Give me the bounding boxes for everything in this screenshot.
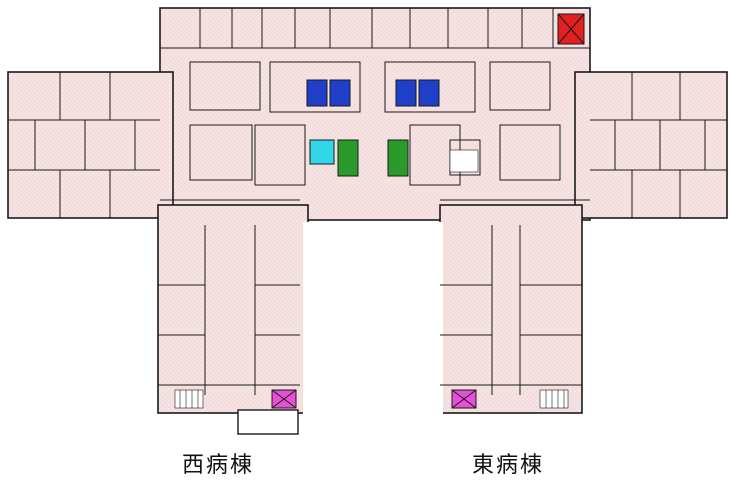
interior-walls (8, 8, 727, 395)
east-ward-label: 東病棟 (472, 453, 545, 478)
east-ward-block (439, 204, 583, 414)
elevator-service (387, 139, 409, 177)
west-ward-label: 西病棟 (182, 453, 255, 478)
elevator-passenger (329, 79, 351, 107)
elevator-passenger (418, 79, 440, 107)
west-ward-block (157, 204, 309, 414)
elevator-passenger (395, 79, 417, 107)
elevator-service (337, 139, 359, 177)
stairs (174, 149, 569, 409)
west-stair-tower (237, 409, 299, 435)
east-wing-block (574, 71, 728, 219)
north-block (159, 7, 591, 221)
building-footprint (7, 7, 728, 414)
elevator-small (309, 139, 335, 165)
elevator-passenger (306, 79, 328, 107)
west-wing-block (7, 71, 174, 219)
